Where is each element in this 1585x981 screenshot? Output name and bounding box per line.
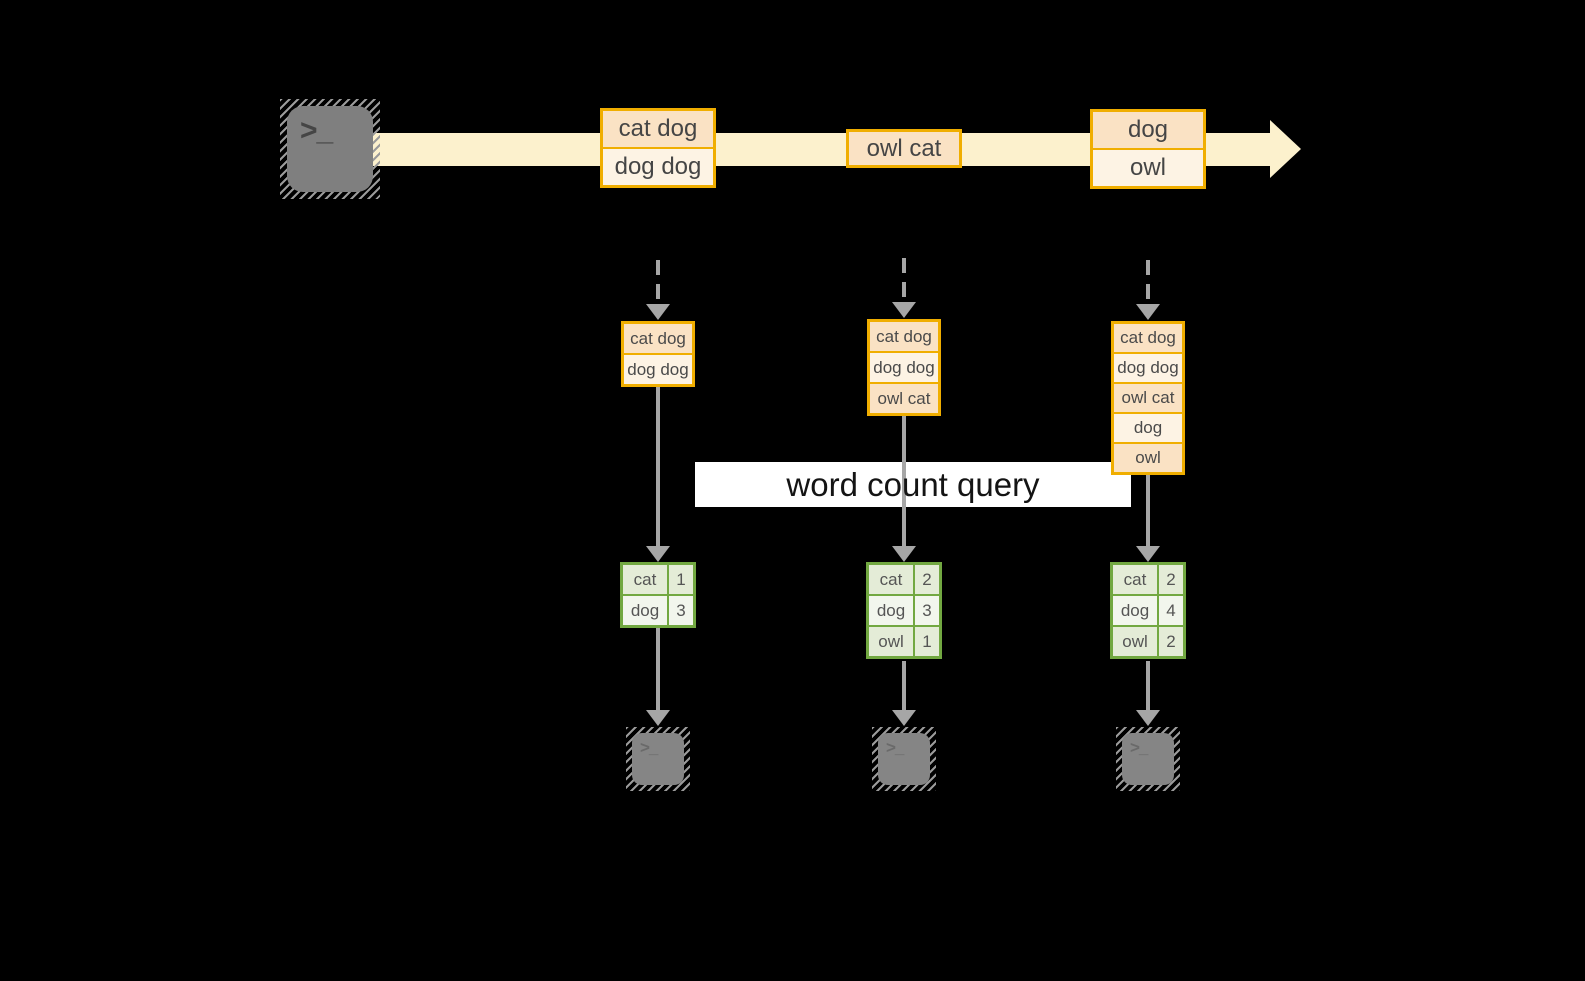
arrow-line: [1146, 661, 1150, 712]
state-line: cat dog: [1114, 324, 1182, 352]
terminal-prompt-icon: >_: [300, 114, 333, 147]
sink-terminal-icon-2: >_: [872, 727, 936, 791]
terminal-prompt-icon: >_: [640, 738, 658, 757]
state-line: owl cat: [1114, 384, 1182, 412]
count-cell: 1: [669, 565, 693, 594]
dashed-arrow-line: [1146, 260, 1150, 306]
word-cell: dog: [869, 596, 913, 625]
arrow-line: [902, 416, 906, 546]
state-line: dog dog: [1114, 354, 1182, 382]
terminal-screen: >_: [1122, 733, 1174, 785]
dashed-arrow-line: [902, 258, 906, 304]
state-line: dog dog: [870, 353, 938, 382]
word-cell: cat: [1113, 565, 1157, 594]
word-cell: owl: [1113, 627, 1157, 656]
terminal-screen: >_: [878, 733, 930, 785]
event-line: dog dog: [603, 149, 713, 185]
state-line: dog: [1114, 414, 1182, 442]
dashed-arrow-head-icon: [892, 302, 916, 318]
state-line: cat dog: [870, 322, 938, 351]
arrow-line: [902, 661, 906, 712]
stream-timeline-arrowhead-icon: [1270, 120, 1301, 178]
state-stack-3: cat dog dog dog owl cat dog owl: [1111, 321, 1185, 475]
word-cell: dog: [623, 596, 667, 625]
stream-event-2: owl cat: [846, 129, 962, 168]
sink-terminal-icon-3: >_: [1116, 727, 1180, 791]
state-stack-2: cat dog dog dog owl cat: [867, 319, 941, 416]
count-table-2: cat 2 dog 3 owl 1: [866, 562, 942, 659]
arrow-head-icon: [892, 546, 916, 562]
word-cell: owl: [869, 627, 913, 656]
word-cell: cat: [623, 565, 667, 594]
word-cell: dog: [1113, 596, 1157, 625]
state-line: owl: [1114, 444, 1182, 472]
arrow-head-icon: [1136, 710, 1160, 726]
event-line: dog: [1093, 112, 1203, 148]
count-cell: 3: [669, 596, 693, 625]
count-table-3: cat 2 dog 4 owl 2: [1110, 562, 1186, 659]
terminal-prompt-icon: >_: [886, 738, 904, 757]
count-cell: 4: [1159, 596, 1183, 625]
stream-event-1: cat dog dog dog: [600, 108, 716, 188]
stream-event-3: dog owl: [1090, 109, 1206, 189]
arrow-head-icon: [1136, 546, 1160, 562]
count-table-1: cat 1 dog 3: [620, 562, 696, 628]
count-cell: 2: [1159, 627, 1183, 656]
event-line: owl: [1093, 150, 1203, 186]
terminal-screen: >_: [287, 106, 373, 192]
count-cell: 1: [915, 627, 939, 656]
state-line: cat dog: [624, 324, 692, 353]
arrow-line: [656, 387, 660, 546]
query-label: word count query: [786, 466, 1040, 503]
terminal-prompt-icon: >_: [1130, 738, 1148, 757]
state-stack-1: cat dog dog dog: [621, 321, 695, 387]
arrow-head-icon: [646, 546, 670, 562]
dashed-arrow-head-icon: [1136, 304, 1160, 320]
word-cell: cat: [869, 565, 913, 594]
count-cell: 3: [915, 596, 939, 625]
state-line: dog dog: [624, 355, 692, 384]
dashed-arrow-line: [656, 260, 660, 306]
arrow-line: [1146, 475, 1150, 546]
arrow-head-icon: [646, 710, 670, 726]
state-line: owl cat: [870, 384, 938, 413]
event-line: cat dog: [603, 111, 713, 147]
sink-terminal-icon-1: >_: [626, 727, 690, 791]
arrow-line: [656, 628, 660, 712]
source-terminal-icon: >_: [280, 99, 380, 199]
event-line: owl cat: [849, 132, 959, 165]
query-band: [695, 462, 1131, 507]
count-cell: 2: [915, 565, 939, 594]
dashed-arrow-head-icon: [646, 304, 670, 320]
arrow-head-icon: [892, 710, 916, 726]
terminal-screen: >_: [632, 733, 684, 785]
count-cell: 2: [1159, 565, 1183, 594]
